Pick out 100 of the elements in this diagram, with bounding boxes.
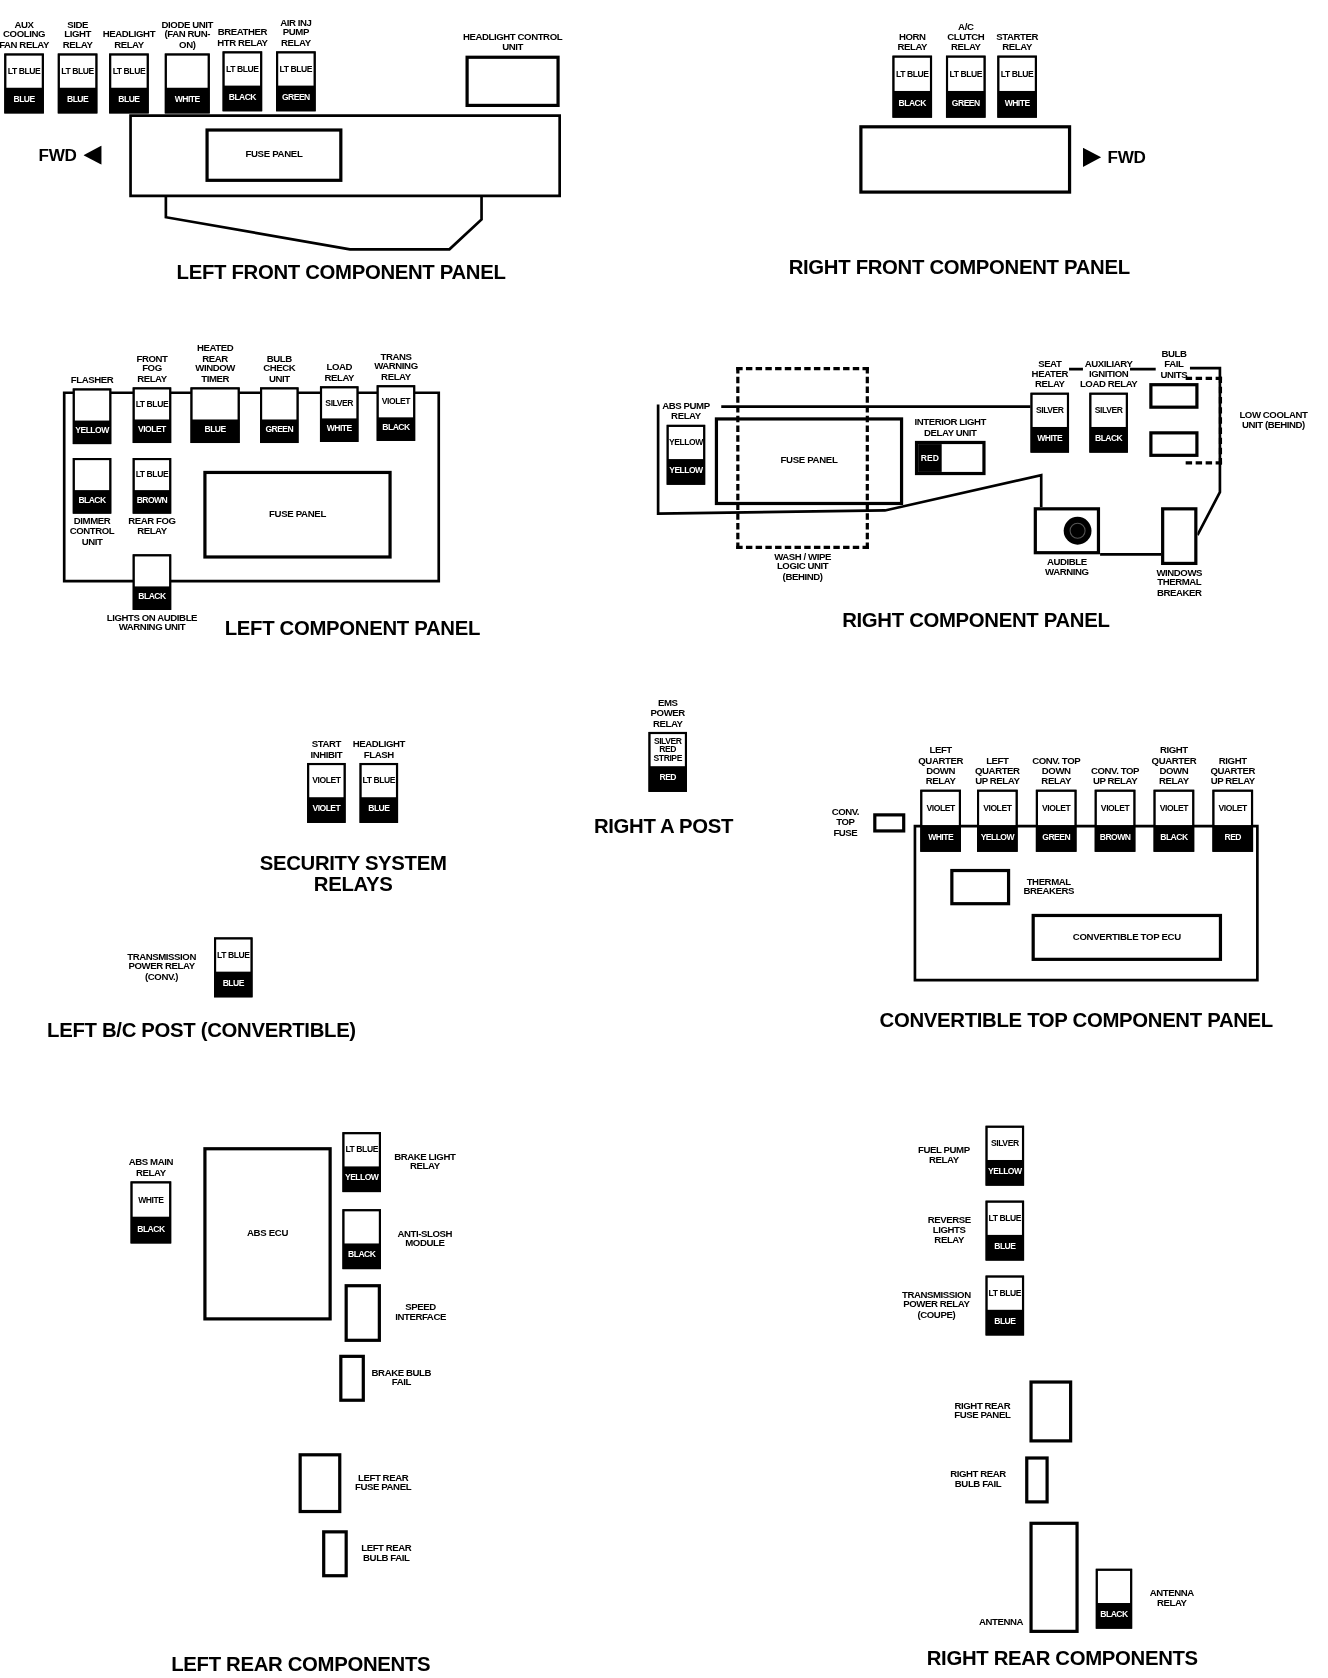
component-label: ABS PUMP RELAY [661,401,711,422]
relay-color-label: SILVER [1035,406,1064,416]
component-label: THERMAL BREAKERS [1022,877,1075,898]
component-label: START INHIBIT [309,739,344,760]
component-box [322,1530,348,1578]
relay [164,53,210,114]
relay [997,55,1037,118]
relay-color-label: LT BLUE [135,400,169,409]
component-label: SIDE LIGHT RELAY [61,20,94,51]
relay-base-color-label: BLACK [1095,434,1123,444]
component-label: HEATED REAR WINDOW TIMER [194,343,237,385]
relay [1094,789,1136,852]
relay-base-color-label: YELLOW [980,833,1015,842]
component-box [298,1453,342,1514]
section-title: RIGHT COMPONENT PANEL [842,609,1110,632]
relay [920,789,961,852]
relay [1095,1568,1133,1629]
relay-color-label: VIOLET [926,804,955,813]
relay-color-label: LT BLUE [988,1214,1022,1224]
component-label: RIGHT QUARTER UP RELAY [1209,756,1257,787]
relay-color-label: SILVER [325,399,354,408]
section-title: CONVERTIBLE TOP COMPONENT PANEL [879,1010,1273,1032]
panel-label: FUSE PANEL [268,509,327,520]
component-label: LOAD RELAY [323,362,356,384]
component-box [859,125,1072,194]
relay [1153,789,1195,852]
component-label: BREATHER HTR RELAY [216,27,269,49]
unit-box [914,440,986,476]
component-label: FLASHER [69,375,115,386]
component-label: A/C CLUTCH RELAY [946,22,986,53]
relay-color-label: LT BLUE [988,1289,1022,1299]
relay-base-color-label: WHITE [1004,99,1030,108]
component-label: LOW COOLANT UNIT (BEHIND) [1238,410,1309,431]
panel-label: CONVERTIBLE TOP ECU [1072,932,1181,943]
relay [319,386,359,442]
relay-color-label: LT BLUE [949,70,982,79]
relay [892,55,933,118]
relay [132,458,172,514]
relay-base-color-label: WHITE [326,424,352,434]
component-box [873,813,906,833]
component-label: AUXILIARY IGNITION LOAD RELAY [1078,359,1139,390]
relay-color-label: LT BLUE [345,1146,378,1155]
relay [132,387,172,443]
component-label: EMS POWER RELAY [649,698,686,729]
relay-base-color-label: BROWN [1099,833,1131,842]
relay-base-color-label: YELLOW [75,426,109,436]
relay-base-color-label: YELLOW [669,466,703,476]
component-label: ANTENNA RELAY [1148,1588,1195,1609]
component-label: BULB CHECK UNIT [262,353,297,385]
section-title: LEFT B/C POST (CONVERTIBLE) [47,1019,356,1042]
relay-color-label: SILVER [990,1139,1019,1149]
component-box [344,1284,381,1342]
relay-base-color-label: BLUE [13,95,35,104]
relay [72,458,112,514]
component-label: AUDIBLE WARNING [1044,557,1090,578]
component-label: LIGHTS ON AUDIBLE WARNING UNIT [105,613,199,634]
relay-base-color-label: GREEN [951,99,980,108]
component-box [465,55,560,107]
component-box [1029,1380,1073,1443]
relay [72,388,112,445]
relay-color-label: LT BLUE [135,470,169,480]
relay [666,424,706,485]
component-box [339,1354,365,1402]
relay-color-label: LT BLUE [279,65,313,74]
relay [342,1132,381,1193]
relay-base-color-label: BLUE [994,1242,1016,1252]
component-label: INTERIOR LIGHT DELAY UNIT [913,417,988,438]
component-label: CONV. TOP FUSE [830,807,861,839]
relay-color-label: LT BLUE [896,70,929,79]
component-label: BRAKE LIGHT RELAY [393,1152,457,1173]
relay [130,1181,172,1244]
relay-base-color-label: BLUE [368,804,390,814]
relay-color-label: LT BLUE [112,67,146,77]
panel-box [714,417,904,506]
relay [4,53,44,114]
relay-base-color-label: VIOLET [138,425,166,435]
panel-box [203,1147,332,1321]
relay [1089,392,1128,453]
section-title: LEFT FRONT COMPONENT PANEL [176,262,506,284]
relay-base-color-label: GREEN [265,425,294,435]
relay-color-label: LT BLUE [1000,70,1034,79]
component-label: CONV. TOP UP RELAY [1090,766,1141,787]
relay-base-color-label: BLUE [994,1317,1016,1326]
component-label: HEADLIGHT RELAY [101,30,157,51]
relay-base-color-label: BLACK [382,423,410,433]
relay-base-color-label: BLACK [137,1224,165,1234]
component-label: REVERSE LIGHTS RELAY [926,1215,972,1246]
component-label: HORN RELAY [896,32,929,53]
relay-color-label: LT BLUE [362,777,396,786]
relay-base-color-label: WHITE [174,95,200,104]
component-label: RIGHT REAR FUSE PANEL [953,1401,1012,1422]
section-title: RIGHT A POST [593,815,734,837]
relay-color-label: WHITE [138,1196,164,1205]
relay-base-color-label: RED [1224,833,1241,842]
component-label: BRAKE BULB FAIL [371,1368,432,1389]
component-label: SEAT HEATER RELAY [1030,359,1069,390]
component-label: TRANS WARNING RELAY [373,351,419,383]
panel-box [1031,913,1223,961]
component-label: DIODE UNIT (FAN RUN-ON) [160,20,215,51]
relay-color-label: VIOLET [312,777,341,786]
